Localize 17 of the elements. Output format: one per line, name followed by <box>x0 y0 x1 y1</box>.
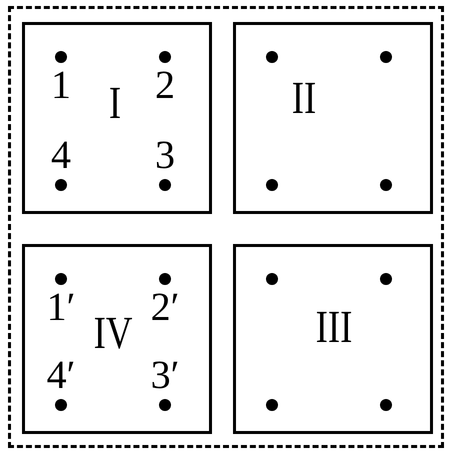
roman-numeral: III <box>316 304 352 350</box>
square-panel <box>22 244 212 434</box>
roman-numeral: I <box>108 80 122 126</box>
callout-number: 1′ <box>46 287 76 327</box>
callout-number: 2 <box>155 65 175 105</box>
square-panel <box>233 244 433 434</box>
callout-number: 4 <box>51 135 71 175</box>
roman-numeral: II <box>292 75 316 121</box>
callout-number: 2′ <box>150 287 180 327</box>
square-panel <box>233 22 433 214</box>
square-panel <box>22 22 212 214</box>
callout-number: 3 <box>155 135 175 175</box>
callout-number: 3′ <box>150 355 180 395</box>
roman-numeral: IV <box>94 310 132 356</box>
dashed-frame <box>8 6 444 448</box>
callout-number: 4′ <box>46 355 76 395</box>
callout-number: 1 <box>51 65 71 105</box>
